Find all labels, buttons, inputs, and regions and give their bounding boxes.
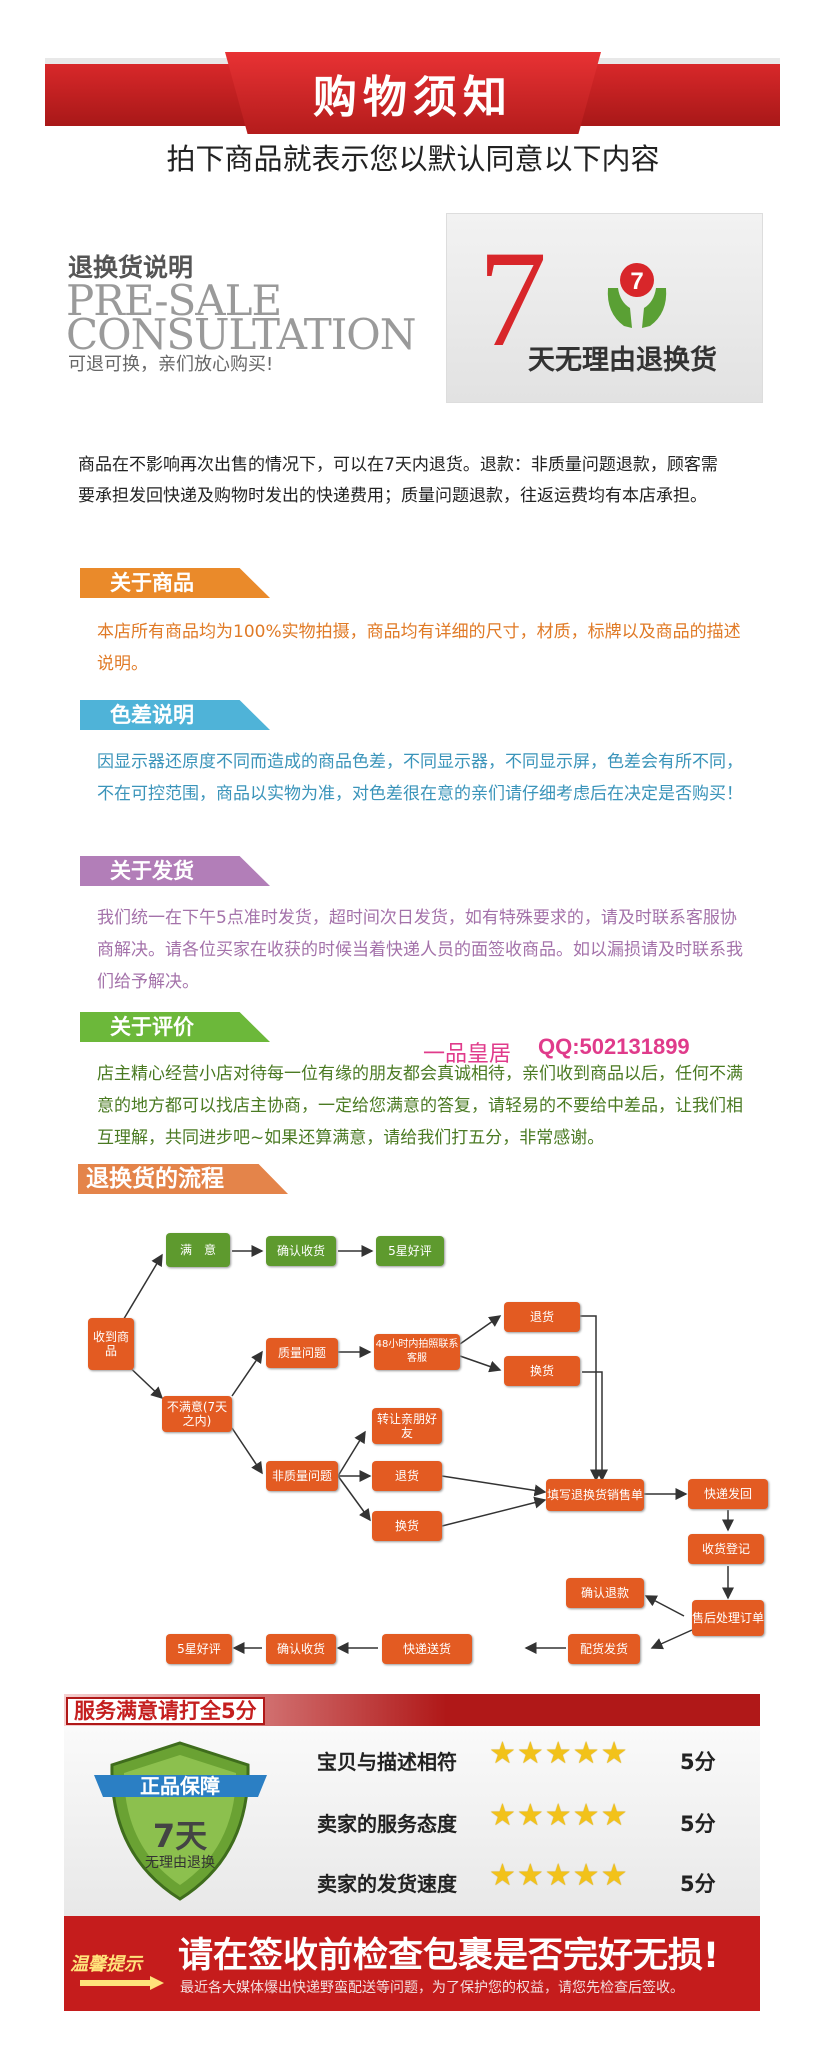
banner-title-tab: 购物须知 <box>225 52 601 134</box>
flow-ship-out: 配货发货 <box>568 1634 640 1664</box>
arrow-right-icon <box>80 1976 164 1990</box>
rating-row-1-stars: ★★★★★ <box>489 1736 629 1771</box>
returns-en-line2: CONSULTATION <box>66 310 416 359</box>
flow-express-back: 快递发回 <box>688 1479 768 1509</box>
flow-register: 收货登记 <box>688 1534 764 1564</box>
section-goods-label: 关于商品 <box>80 568 270 598</box>
seven-day-text: 天无理由退换货 <box>528 345 717 376</box>
rating-row-3-label: 卖家的发货速度 <box>317 1872 457 1896</box>
intro-paragraph: 商品在不影响再次出售的情况下，可以在7天内退货。退款：非质量问题退款，顾客需要承… <box>78 455 718 506</box>
warning-label: 温馨提示 <box>70 1954 142 1975</box>
section-review-label: 关于评价 <box>80 1012 270 1042</box>
shield-top-text: 正品保障 <box>140 1774 220 1798</box>
flow-confirm-refund: 确认退款 <box>566 1578 644 1608</box>
section-color-label: 色差说明 <box>80 700 270 730</box>
page-title: 购物须知 <box>313 72 513 123</box>
hands-icon: 7 <box>607 263 667 328</box>
section-review-text: 店主精心经营小店对待每一位有缘的朋友都会真诚相待，亲们收到商品以后，任何不满意的… <box>97 1064 743 1148</box>
section-flow-label: 退换货的流程 <box>78 1164 288 1194</box>
banner-subtitle: 拍下商品就表示您以默认同意以下内容 <box>166 142 660 176</box>
badge-number: 7 <box>630 268 643 295</box>
flow-unsatisfied: 不满意(7天之内) <box>162 1396 232 1432</box>
warning-banner <box>64 1916 760 2011</box>
warning-headline: 请在签收前检查包裹是否完好无损! <box>178 1936 719 1976</box>
rating-row-3-stars: ★★★★★ <box>489 1858 629 1893</box>
flow-received: 收到商品 <box>88 1318 134 1370</box>
flow-quality-issue: 质量问题 <box>266 1338 338 1368</box>
warning-subtext: 最近各大媒体爆出快递野蛮配送等问题，为了保护您的权益，请您先检查后签收。 <box>180 1980 684 1996</box>
flow-nonquality-issue: 非质量问题 <box>266 1461 338 1491</box>
flow-confirm-receipt: 确认收货 <box>266 1236 336 1266</box>
rating-header: 服务满意请打全5分 <box>66 1697 265 1725</box>
flow-arrows <box>121 1245 734 1654</box>
rating-row-1-score: 5分 <box>680 1750 716 1774</box>
flow-transfer-friends: 转让亲朋好友 <box>372 1408 442 1444</box>
flow-aftersale: 售后处理订单 <box>692 1600 764 1636</box>
returns-en-line1: PRE-SALE <box>66 276 282 325</box>
section-ship-text: 我们统一在下午5点准时发货，超时间次日发货，如有特殊要求的，请及时联系客服协商解… <box>97 908 743 992</box>
flow-satisfied: 满 意 <box>166 1233 230 1267</box>
section-color-text: 因显示器还原度不同而造成的商品色差，不同显示器，不同显示屏，色差会有所不同，不在… <box>97 752 743 804</box>
section-ship-label: 关于发货 <box>80 856 270 886</box>
shield-icon: 正品保障 7天 无理由退换 <box>94 1741 267 1901</box>
rating-row-1-label: 宝贝与描述相符 <box>317 1750 457 1774</box>
rating-row-2-stars: ★★★★★ <box>489 1798 629 1833</box>
flow-fill-form: 填写退换货销售单 <box>546 1479 644 1511</box>
flow-return-2: 退货 <box>372 1461 442 1491</box>
returns-title: 退换货说明 <box>68 253 194 282</box>
section-goods-text: 本店所有商品均为100%实物拍摄，商品均有详细的尺寸，材质，标牌以及商品的描述说… <box>97 622 741 674</box>
shield-bottom-text: 无理由退换 <box>145 1854 215 1871</box>
flow-exchange-2: 换货 <box>372 1511 442 1541</box>
flow-express-send: 快递送货 <box>382 1634 472 1664</box>
flow-five-star: 5星好评 <box>376 1236 444 1266</box>
seven-day-panel <box>446 213 763 403</box>
shop-qq: QQ:502131899 <box>538 1034 690 1059</box>
shield-num-text: 7天 <box>153 1817 207 1855</box>
flow-return-1: 退货 <box>504 1302 580 1332</box>
flow-exchange-1: 换货 <box>504 1356 580 1386</box>
flow-confirm-receipt-2: 确认收货 <box>266 1634 336 1664</box>
shop-name: 一品皇居 <box>423 1042 512 1067</box>
flow-contact-48h: 48小时内拍照联系客服 <box>374 1334 460 1370</box>
rating-row-2-label: 卖家的服务态度 <box>317 1812 457 1836</box>
flow-five-star-2: 5星好评 <box>166 1634 232 1664</box>
rating-row-3-score: 5分 <box>680 1872 716 1896</box>
seven-number: 7 <box>478 222 547 375</box>
returns-note: 可退可换，亲们放心购买! <box>68 354 274 375</box>
rating-row-2-score: 5分 <box>680 1812 716 1836</box>
